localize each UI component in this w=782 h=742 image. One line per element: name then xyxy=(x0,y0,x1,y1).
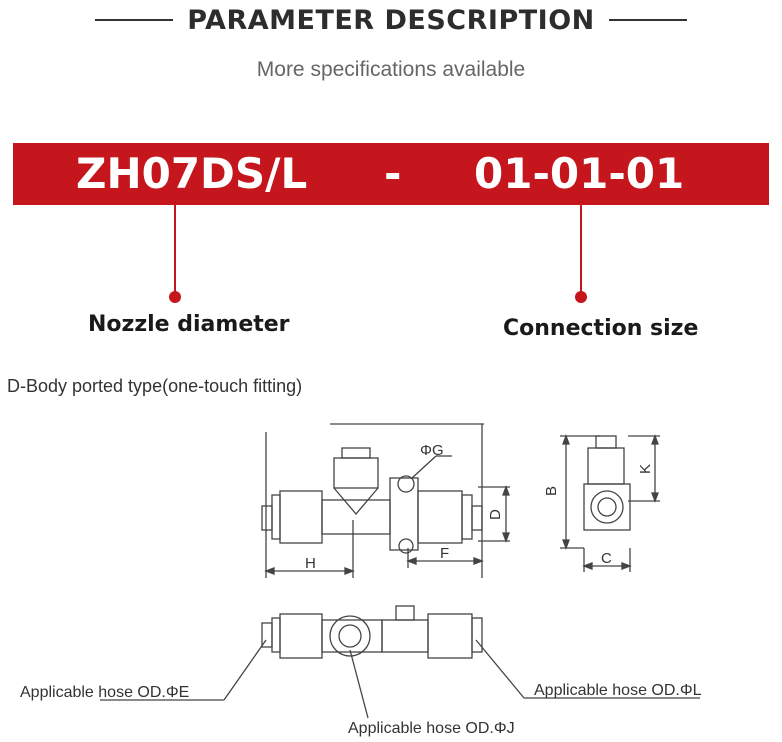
dim-label-h: H xyxy=(305,555,316,572)
hose-label-e: Applicable hose OD.ΦE xyxy=(20,684,189,701)
model-code-prefix: ZH07DS/L xyxy=(76,149,308,198)
page-title: PARAMETER DESCRIPTION xyxy=(187,4,595,36)
model-code-band xyxy=(13,143,769,205)
model-code-separator: - xyxy=(384,149,402,198)
nozzle-leader-dot xyxy=(169,291,181,303)
hose-label-j: Applicable hose OD.ΦJ xyxy=(348,720,515,737)
dim-label-f: F xyxy=(440,545,449,562)
model-code-suffix: 01-01-01 xyxy=(474,149,685,198)
section-heading: PARAMETER DESCRIPTION xyxy=(0,0,782,40)
dim-label-b: B xyxy=(543,486,560,496)
nozzle-diameter-label: Nozzle diameter xyxy=(88,312,290,337)
connection-leader-dot xyxy=(575,291,587,303)
nozzle-leader-line xyxy=(174,205,176,295)
dim-label-c: C xyxy=(601,550,612,567)
page-subtitle: More specifications available xyxy=(256,58,526,81)
hose-label-l: Applicable hose OD.ΦL xyxy=(534,682,702,699)
dim-label-d: D xyxy=(487,509,504,520)
connection-size-label: Connection size xyxy=(503,316,699,341)
heading-rule-left xyxy=(95,19,174,21)
dim-label-k: K xyxy=(637,464,654,474)
heading-rule-right xyxy=(608,19,687,21)
dim-label-phi-g: ΦG xyxy=(420,442,444,459)
drawing-caption: D-Body ported type(one-touch fitting) xyxy=(7,376,303,396)
connection-leader-line xyxy=(580,205,582,295)
